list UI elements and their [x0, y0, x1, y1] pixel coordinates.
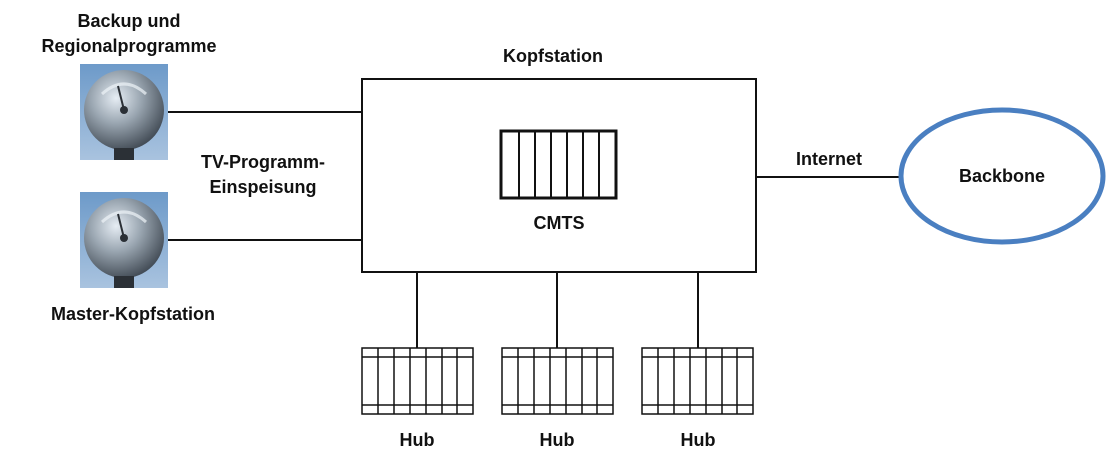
backbone-label: Backbone [959, 166, 1045, 186]
hub-label: Hub [540, 430, 575, 450]
hub-label: Hub [400, 430, 435, 450]
connection-lines [168, 111, 900, 348]
backup-label-line1: Backup und [77, 11, 180, 31]
hub-rack-icon-2 [501, 347, 614, 415]
hub-rack-icon-3 [641, 347, 754, 415]
backbone-ellipse [898, 107, 1106, 245]
internet-label: Internet [796, 149, 862, 169]
cmts-rack-icon [499, 129, 618, 200]
cmts-label: CMTS [534, 213, 585, 233]
tv-label-line2: Einspeisung [209, 177, 316, 197]
backup-satellite-dish-icon [78, 62, 170, 162]
kopfstation-label: Kopfstation [503, 46, 603, 66]
backup-label-line2: Regionalprogramme [41, 36, 216, 56]
master-label: Master-Kopfstation [51, 304, 215, 324]
hub-rack-icon-1 [361, 347, 474, 415]
kopfstation-box [361, 78, 757, 273]
tv-label-line1: TV-Programm- [201, 152, 325, 172]
hub-label: Hub [681, 430, 716, 450]
master-satellite-dish-icon [78, 190, 170, 290]
